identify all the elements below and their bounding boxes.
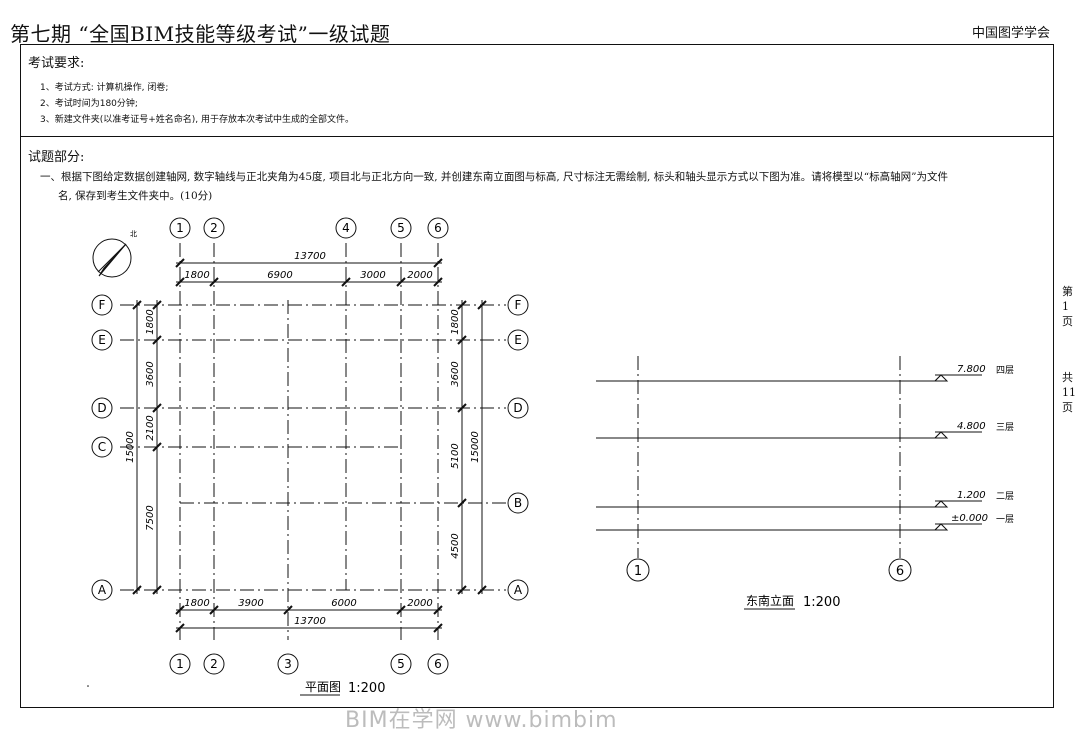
axis-label: 2 <box>210 657 218 671</box>
page-total: 共 11 页 <box>1062 371 1076 414</box>
axis-bubble: 1 <box>169 653 191 675</box>
axis-bubble: A <box>507 579 529 601</box>
requirements-heading: 考试要求: <box>28 56 85 71</box>
axis-label: 1 <box>634 564 642 579</box>
axis-label: F <box>99 298 106 312</box>
dim-text: 2100 <box>145 415 156 440</box>
requirement-item: 2、考试时间为180分钟; <box>40 99 138 109</box>
plan-drawing: 1 2 4 5 6 1 2 3 5 6 F E D C A F E D B A … <box>87 217 1014 696</box>
level-value: 1.200 <box>957 490 986 501</box>
axis-label: F <box>515 298 522 312</box>
requirement-item: 3、新建文件夹(以准考证号+姓名命名), 用于存放本次考试中生成的全部文件。 <box>40 115 355 125</box>
dim-text: 13700 <box>294 616 326 627</box>
plan-bottom-axes: 1 2 3 5 6 <box>169 653 449 675</box>
section-divider <box>20 136 1054 137</box>
axis-label: 1 <box>176 657 184 671</box>
question-1-text: 一、根据下图给定数据创建轴网, 数字轴线与正北夹角为45度, 项目北与正北方向一… <box>40 168 1050 206</box>
axis-label: A <box>514 583 523 597</box>
axis-label: A <box>98 583 107 597</box>
axis-bubble: 6 <box>427 653 449 675</box>
axis-label: D <box>97 401 106 415</box>
dim-text: 15000 <box>125 431 136 463</box>
axis-bubble: 3 <box>277 653 299 675</box>
north-arrow-icon <box>92 238 132 278</box>
axis-bubble: 5 <box>390 217 412 239</box>
dim-text: 15000 <box>470 431 481 463</box>
elevation-drawing <box>596 356 982 582</box>
footer-watermark: BIM在学网 www.bimbim <box>345 708 618 733</box>
axis-bubble: F <box>507 294 529 316</box>
dim-text: 1800 <box>184 598 209 609</box>
axis-label: 5 <box>397 221 405 235</box>
plan-caption: 平面图 <box>305 680 341 694</box>
axis-label: 1 <box>176 221 184 235</box>
axis-label: 6 <box>896 564 904 579</box>
axis-label: C <box>98 440 106 454</box>
axis-bubble: 5 <box>390 653 412 675</box>
axis-bubble: E <box>91 329 113 351</box>
axis-label: E <box>98 333 106 347</box>
requirement-item: 1、考试方式: 计算机操作, 闭卷; <box>40 83 169 93</box>
axis-label: 6 <box>434 221 442 235</box>
axis-label: 5 <box>397 657 405 671</box>
level-value: 7.800 <box>957 364 986 375</box>
questions-heading: 试题部分: <box>28 150 85 165</box>
axis-bubble: 1 <box>169 217 191 239</box>
dim-text: 7500 <box>145 505 156 530</box>
page-number: 第 1 页 <box>1062 285 1073 328</box>
dim-text: 3000 <box>360 270 385 281</box>
plan-right-axes: F E D B A <box>507 294 529 601</box>
axis-bubble: A <box>91 579 113 601</box>
elevation-caption: 东南立面 <box>746 593 794 608</box>
dim-text: 3900 <box>238 598 263 609</box>
plan-left-axes: F E D C A <box>91 294 113 601</box>
dim-text: 5100 <box>450 443 461 468</box>
dim-text: 3600 <box>145 361 156 386</box>
question-1-line: 名, 保存到考生文件夹中。(10分) <box>58 190 213 202</box>
level-value: ±0.000 <box>951 513 988 524</box>
dim-text: 1800 <box>450 309 461 334</box>
level-name: 四层 <box>996 365 1014 376</box>
level-value: 4.800 <box>957 421 986 432</box>
axis-bubble: B <box>507 492 529 514</box>
organization: 中国图学学会 <box>971 26 1050 41</box>
axis-label: D <box>513 401 522 415</box>
dim-text: 13700 <box>294 251 326 262</box>
exam-title: 第七期 “全国BIM技能等级考试”一级试题 <box>10 22 391 46</box>
level-name: 二层 <box>996 491 1014 502</box>
dim-text: 4500 <box>450 533 461 558</box>
dim-text: 6000 <box>331 598 356 609</box>
axis-bubble: E <box>507 329 529 351</box>
axis-bubble: D <box>507 397 529 419</box>
dim-text: 2000 <box>407 270 432 281</box>
level-name: 三层 <box>996 422 1014 433</box>
axis-label: 3 <box>284 657 292 671</box>
axis-bubble: D <box>91 397 113 419</box>
plan-top-axes: 1 2 4 5 6 <box>169 217 449 239</box>
question-1-line: 一、根据下图给定数据创建轴网, 数字轴线与正北夹角为45度, 项目北与正北方向一… <box>40 171 948 183</box>
dim-text: 2000 <box>407 598 432 609</box>
axis-bubble: 4 <box>335 217 357 239</box>
dim-text: 6900 <box>267 270 292 281</box>
axis-bubble: C <box>91 436 113 458</box>
axis-label: 2 <box>210 221 218 235</box>
dim-text: 3600 <box>450 361 461 386</box>
axis-bubble: 2 <box>203 653 225 675</box>
axis-bubble: 6 <box>427 217 449 239</box>
axis-label: 4 <box>342 221 350 235</box>
axis-label: E <box>514 333 522 347</box>
axis-bubble: 2 <box>203 217 225 239</box>
axis-label: B <box>514 496 522 510</box>
plan-scale: 1:200 <box>348 681 385 696</box>
exam-frame <box>20 44 1054 708</box>
dim-text: 1800 <box>184 270 209 281</box>
axis-bubble: F <box>91 294 113 316</box>
level-name: 一层 <box>996 514 1014 525</box>
elevation-scale: 1:200 <box>803 595 840 610</box>
north-label: 北 <box>130 230 137 238</box>
axis-label: 6 <box>434 657 442 671</box>
dim-text: 1800 <box>145 309 156 334</box>
